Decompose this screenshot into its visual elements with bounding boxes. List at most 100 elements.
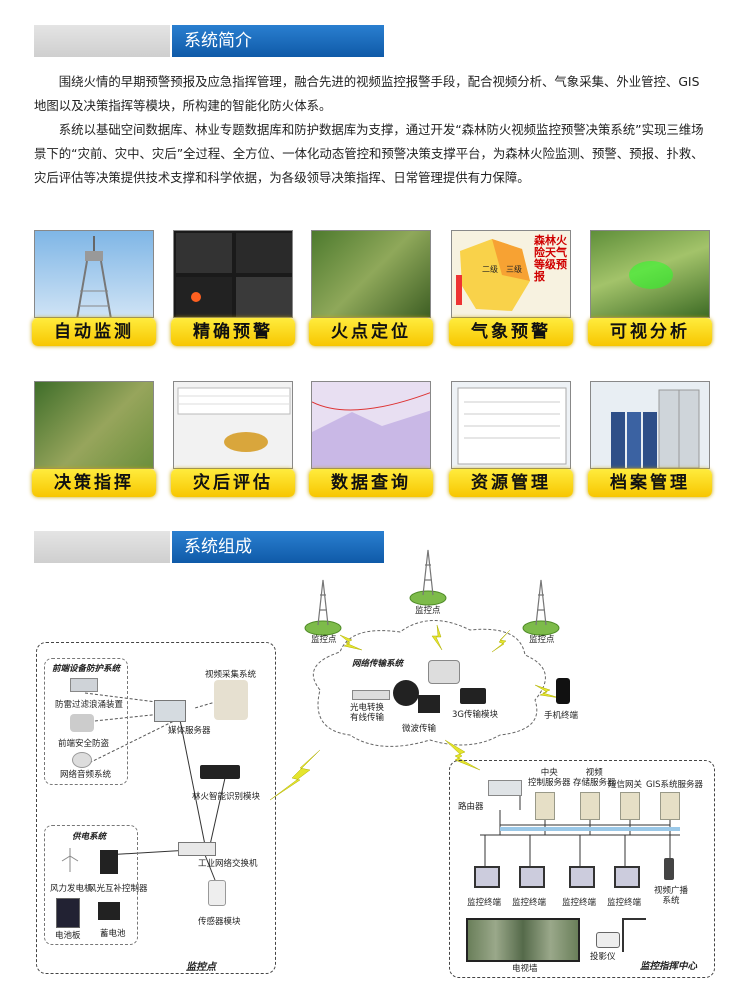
media-server-icon [154, 700, 186, 722]
section-header-intro: 系统简介 [34, 25, 384, 57]
header-grey-block [34, 531, 170, 563]
wind-turbine-icon [60, 848, 80, 872]
fiber-converter-icon [352, 690, 390, 700]
server-icon [580, 792, 600, 820]
feature-fire-location[interactable]: 火点定位 [309, 230, 433, 346]
projector-label: 投影仪 [590, 952, 616, 962]
terminal-label: 监控终端 [607, 898, 642, 908]
thumb-3d-terrain [311, 230, 431, 318]
3g-label: 3G传输模块 [452, 710, 498, 720]
ptz-camera-icon [214, 680, 248, 720]
thumb-weather-map: 二级 三级 森林火险天气等级预报 [451, 230, 571, 318]
power-system-panel [44, 825, 138, 945]
monitor-point-label: 监控点 [311, 635, 337, 645]
thumb-visual-terrain [590, 230, 710, 318]
thumb-terrain-map [34, 381, 154, 469]
monitor-point-label: 监控点 [529, 635, 555, 645]
command-center-panel [449, 760, 715, 978]
microwave-device-icon [418, 695, 440, 713]
feature-label: 数据查询 [309, 469, 433, 497]
fire-ai-label: 林火智能识别模块 [192, 792, 261, 802]
monitor-terminal-icon [519, 866, 545, 888]
feature-weather-warning[interactable]: 二级 三级 森林火险天气等级预报 气象预警 [449, 230, 573, 346]
monitor-point-label: 监控点 [415, 606, 441, 616]
audio-label: 网络音频系统 [60, 770, 112, 780]
thumb-cabinets [590, 381, 710, 469]
thumb-tower [34, 230, 154, 318]
feature-data-query[interactable]: 数据查询 [309, 381, 433, 497]
intro-paragraph-2: 系统以基础空间数据库、林业专题数据库和防护数据库为支撑，通过开发“森林防火视频监… [34, 122, 704, 185]
feature-label: 自动监测 [32, 318, 156, 346]
feature-label: 资源管理 [449, 469, 573, 497]
feature-label: 火点定位 [309, 318, 433, 346]
thumb-report-chart [173, 381, 293, 469]
audio-speaker-icon [72, 752, 92, 768]
feature-resource-management[interactable]: 资源管理 [449, 381, 573, 497]
sms-gateway-label: 短信网关 [608, 780, 643, 790]
terminal-label: 监控终端 [562, 898, 597, 908]
sensor-label: 传感器模块 [198, 917, 241, 927]
thumb-district-map [311, 381, 431, 469]
tower-icon [76, 236, 112, 317]
feature-precise-warning[interactable]: 精确预警 [171, 230, 295, 346]
section-title: 系统简介 [172, 25, 384, 57]
weather-map-title: 森林火险天气等级预报 [534, 234, 567, 283]
battery-label: 蓄电池 [100, 929, 126, 939]
sensor-icon [208, 880, 226, 906]
feature-label: 气象预警 [449, 318, 573, 346]
intro-paragraph-1: 围绕火情的早期预警预报及应急指挥管理，融合先进的视频监控报警手段，配合视频分析、… [34, 74, 700, 113]
server-icon [660, 792, 680, 820]
router-label: 路由器 [458, 802, 484, 812]
feature-archive-management[interactable]: 档案管理 [588, 381, 712, 497]
broadcast-label: 视频广播 系统 [654, 886, 689, 906]
feature-visual-analysis[interactable]: 可视分析 [588, 230, 712, 346]
front-security-label: 前端安全防盗 [58, 739, 110, 749]
header-grey-block [34, 25, 170, 57]
fire-ai-camera-icon [200, 765, 240, 779]
video-wall-icon [466, 918, 580, 962]
mobile-phone-icon [556, 678, 570, 704]
monitor-point-title: 监控点 [186, 962, 216, 973]
section-title: 系统组成 [172, 531, 384, 563]
monitor-point-panel [36, 642, 276, 974]
storage-server-label: 视频 存储服务器 [573, 768, 616, 788]
frontend-system-title: 前端设备防护系统 [52, 664, 121, 674]
network-system-label: 网络传输系统 [352, 659, 404, 669]
solar-label: 电池板 [55, 931, 81, 941]
server-icon [620, 792, 640, 820]
switch-label: 工业网络交换机 [198, 859, 258, 869]
media-server-label: 媒体服务器 [168, 726, 211, 736]
industrial-switch-icon [178, 842, 216, 856]
video-wall-label: 电视墙 [512, 964, 538, 974]
feature-label: 可视分析 [588, 318, 712, 346]
feature-label: 精确预警 [171, 318, 295, 346]
controller-icon [100, 850, 118, 874]
battery-icon [98, 902, 120, 920]
feature-label: 决策指挥 [32, 469, 156, 497]
lightning-label: 防雷过滤浪涌装置 [55, 700, 124, 710]
intro-text: 围绕火情的早期预警预报及应急指挥管理，融合先进的视频监控报警手段，配合视频分析、… [34, 70, 706, 190]
section-header-composition: 系统组成 [34, 531, 384, 563]
feature-auto-monitor[interactable]: 自动监测 [32, 230, 156, 346]
solar-panel-icon [56, 898, 80, 928]
server-icon [535, 792, 555, 820]
wind-gen-label: 风力发电机 [50, 884, 93, 894]
wireless-label: 微波传输 [402, 724, 437, 734]
wind-solar-label: 风光互补控制器 [88, 884, 148, 894]
command-center-title: 监控指挥中心 [640, 961, 698, 972]
router-icon [488, 780, 522, 796]
central-server-label: 中央 控制服务器 [528, 768, 571, 788]
projection-screen-icon [622, 918, 646, 952]
feature-post-disaster[interactable]: 灾后评估 [171, 381, 295, 497]
projector-icon [596, 932, 620, 948]
feature-decision-command[interactable]: 决策指挥 [32, 381, 156, 497]
wireless-antenna-icon [393, 680, 419, 706]
lightning-protector-icon [70, 678, 98, 692]
fire-dot-icon [191, 292, 201, 302]
cabinet-icon [611, 389, 700, 468]
monitor-terminal-icon [569, 866, 595, 888]
gis-server-label: GIS系统服务器 [646, 780, 703, 790]
feature-label: 档案管理 [588, 469, 712, 497]
frontend-system-panel [44, 658, 128, 785]
